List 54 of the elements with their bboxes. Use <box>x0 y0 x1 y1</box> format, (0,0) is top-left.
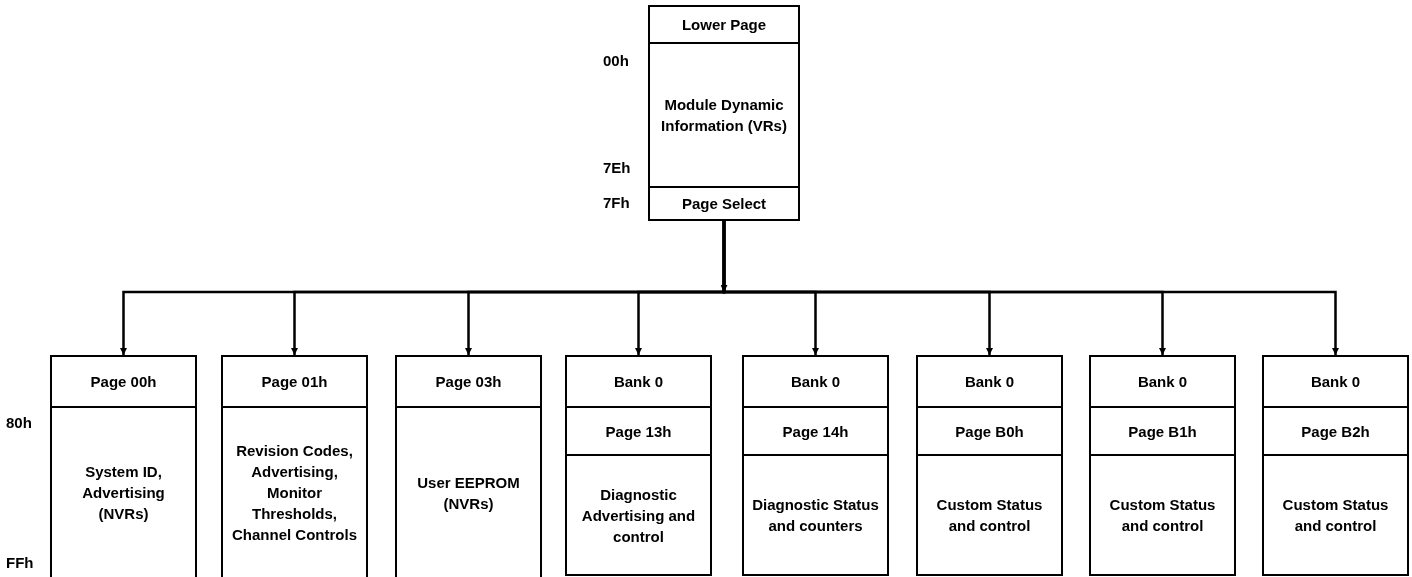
cell-label: Page Select <box>681 194 767 214</box>
memory-page-cell <box>50 406 197 577</box>
cell-label: Custom Status and control <box>1108 495 1217 536</box>
cell-label: Page 01h <box>261 372 328 392</box>
memory-page-cell <box>742 454 889 576</box>
address-label: 7Fh <box>603 194 630 212</box>
address-label: FFh <box>6 554 34 572</box>
memory-page-cell <box>565 454 712 576</box>
cell-label: Custom Status and control <box>1281 495 1390 536</box>
cell-label: Bank 0 <box>613 372 664 392</box>
cell-label: System ID, Advertising (NVRs) <box>81 462 166 524</box>
memory-page-cell <box>395 355 542 408</box>
memory-page-cell <box>742 406 889 456</box>
cell-label: Bank 0 <box>790 372 841 392</box>
address-label: 7Eh <box>603 159 631 177</box>
memory-page-cell <box>565 355 712 408</box>
memory-page-cell <box>565 406 712 456</box>
cell-label: Bank 0 <box>1310 372 1361 392</box>
memory-page-cell <box>648 42 800 188</box>
memory-page-cell <box>916 406 1063 456</box>
cell-label: Diagnostic Status and counters <box>751 495 880 536</box>
connector-arrow <box>722 221 1339 355</box>
cell-label: Page B2h <box>1301 421 1370 442</box>
cell-label: Revision Codes, Advertising, Monitor Thresholds, Channel Controls <box>231 441 358 545</box>
memory-page-cell <box>1262 454 1409 576</box>
memory-page-cell <box>1089 454 1236 576</box>
memory-page-cell <box>742 355 889 408</box>
cell-label: Page B1h <box>1128 421 1197 442</box>
cell-label: Module Dynamic Information (VRs) <box>660 95 788 136</box>
memory-page-cell <box>648 186 800 221</box>
cell-label: Lower Page <box>681 15 767 35</box>
cell-label: Page 13h <box>605 421 672 442</box>
memory-page-cell <box>221 406 368 577</box>
cell-label: Page 03h <box>435 372 502 392</box>
memory-page-cell <box>221 355 368 408</box>
memory-page-cell <box>1089 355 1236 408</box>
memory-page-cell <box>1089 406 1236 456</box>
memory-page-cell <box>1262 406 1409 456</box>
address-label: 80h <box>6 414 32 432</box>
cell-label: User EEPROM (NVRs) <box>416 472 521 514</box>
memory-page-cell <box>648 5 800 44</box>
address-label: 00h <box>603 52 629 70</box>
cell-label: Page 00h <box>90 372 157 392</box>
memory-page-cell <box>916 454 1063 576</box>
memory-page-cell <box>395 406 542 577</box>
cell-label: Diagnostic Advertising and control <box>580 484 697 547</box>
cell-label: Custom Status and control <box>935 495 1044 536</box>
cell-label: Page B0h <box>955 421 1024 442</box>
memory-page-cell <box>50 355 197 408</box>
cell-label: Bank 0 <box>964 372 1015 392</box>
cell-label: Page 14h <box>782 421 849 442</box>
memory-page-cell <box>1262 355 1409 408</box>
memory-page-cell <box>916 355 1063 408</box>
cell-label: Bank 0 <box>1137 372 1188 392</box>
